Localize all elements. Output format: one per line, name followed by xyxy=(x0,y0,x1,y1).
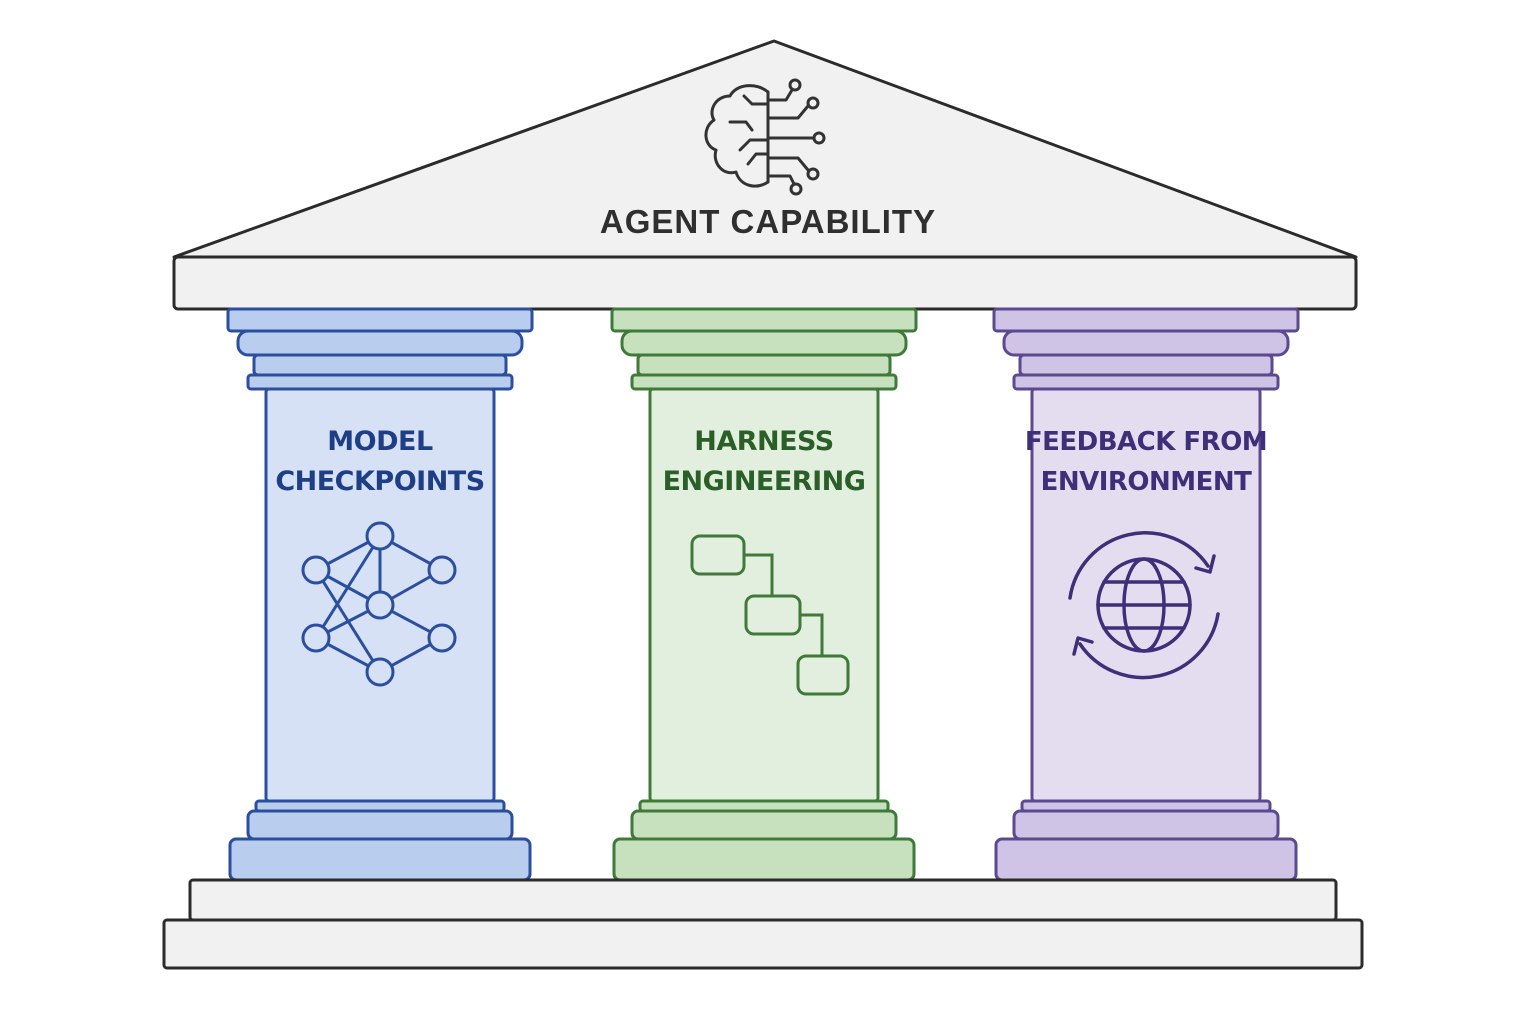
pillar-base-plinth xyxy=(228,837,532,882)
roof-beam xyxy=(172,255,1358,311)
pillar-base-mid xyxy=(1012,809,1280,841)
pillar-capital-ring xyxy=(246,373,514,391)
upper-step xyxy=(188,878,1338,922)
pillar-base-plinth xyxy=(994,837,1298,882)
pillar-capital-ring xyxy=(630,373,898,391)
pillar-capital-mid xyxy=(1002,329,1290,357)
pillar-capital-top xyxy=(226,307,534,333)
lower-step xyxy=(162,918,1364,970)
pillar-label-feedback-from-environment: FEEDBACK FROM ENVIRONMENT xyxy=(996,422,1296,502)
workflow-steps-icon xyxy=(690,534,850,696)
pillar-label-model-checkpoints: MODEL CHECKPOINTS xyxy=(230,422,530,502)
pillar-label-harness-engineering: HARNESS ENGINEERING xyxy=(614,422,914,502)
pillar-capital-neck xyxy=(252,353,508,377)
pillar-capital-top xyxy=(992,307,1300,333)
pillar-base-mid xyxy=(246,809,514,841)
pillar-feedback-environment xyxy=(992,307,1300,882)
roof-title: AGENT CAPABILITY xyxy=(599,203,937,240)
pillar-label-line2: ENGINEERING xyxy=(662,466,866,497)
brain-circuit-icon xyxy=(704,78,826,196)
pillar-capital-ring xyxy=(1012,373,1280,391)
pillar-base-mid xyxy=(630,809,898,841)
pillar-base-plinth xyxy=(612,837,916,882)
pillar-label-line1: FEEDBACK FROM xyxy=(1024,427,1268,457)
pillars-layer xyxy=(226,307,1300,882)
pillar-capital-neck xyxy=(636,353,892,377)
neural-network-icon xyxy=(301,521,457,687)
pillar-label-line2: ENVIRONMENT xyxy=(1040,467,1252,497)
pillar-capital-mid xyxy=(236,329,524,357)
pillar-capital-neck xyxy=(1018,353,1274,377)
pillar-label-line1: HARNESS xyxy=(694,426,834,457)
pillar-label-line1: MODEL xyxy=(327,426,433,457)
pillar-label-line2: CHECKPOINTS xyxy=(275,466,485,497)
pillar-capital-mid xyxy=(620,329,908,357)
globe-cycle-icon xyxy=(1068,531,1220,680)
pillar-capital-top xyxy=(610,307,918,333)
